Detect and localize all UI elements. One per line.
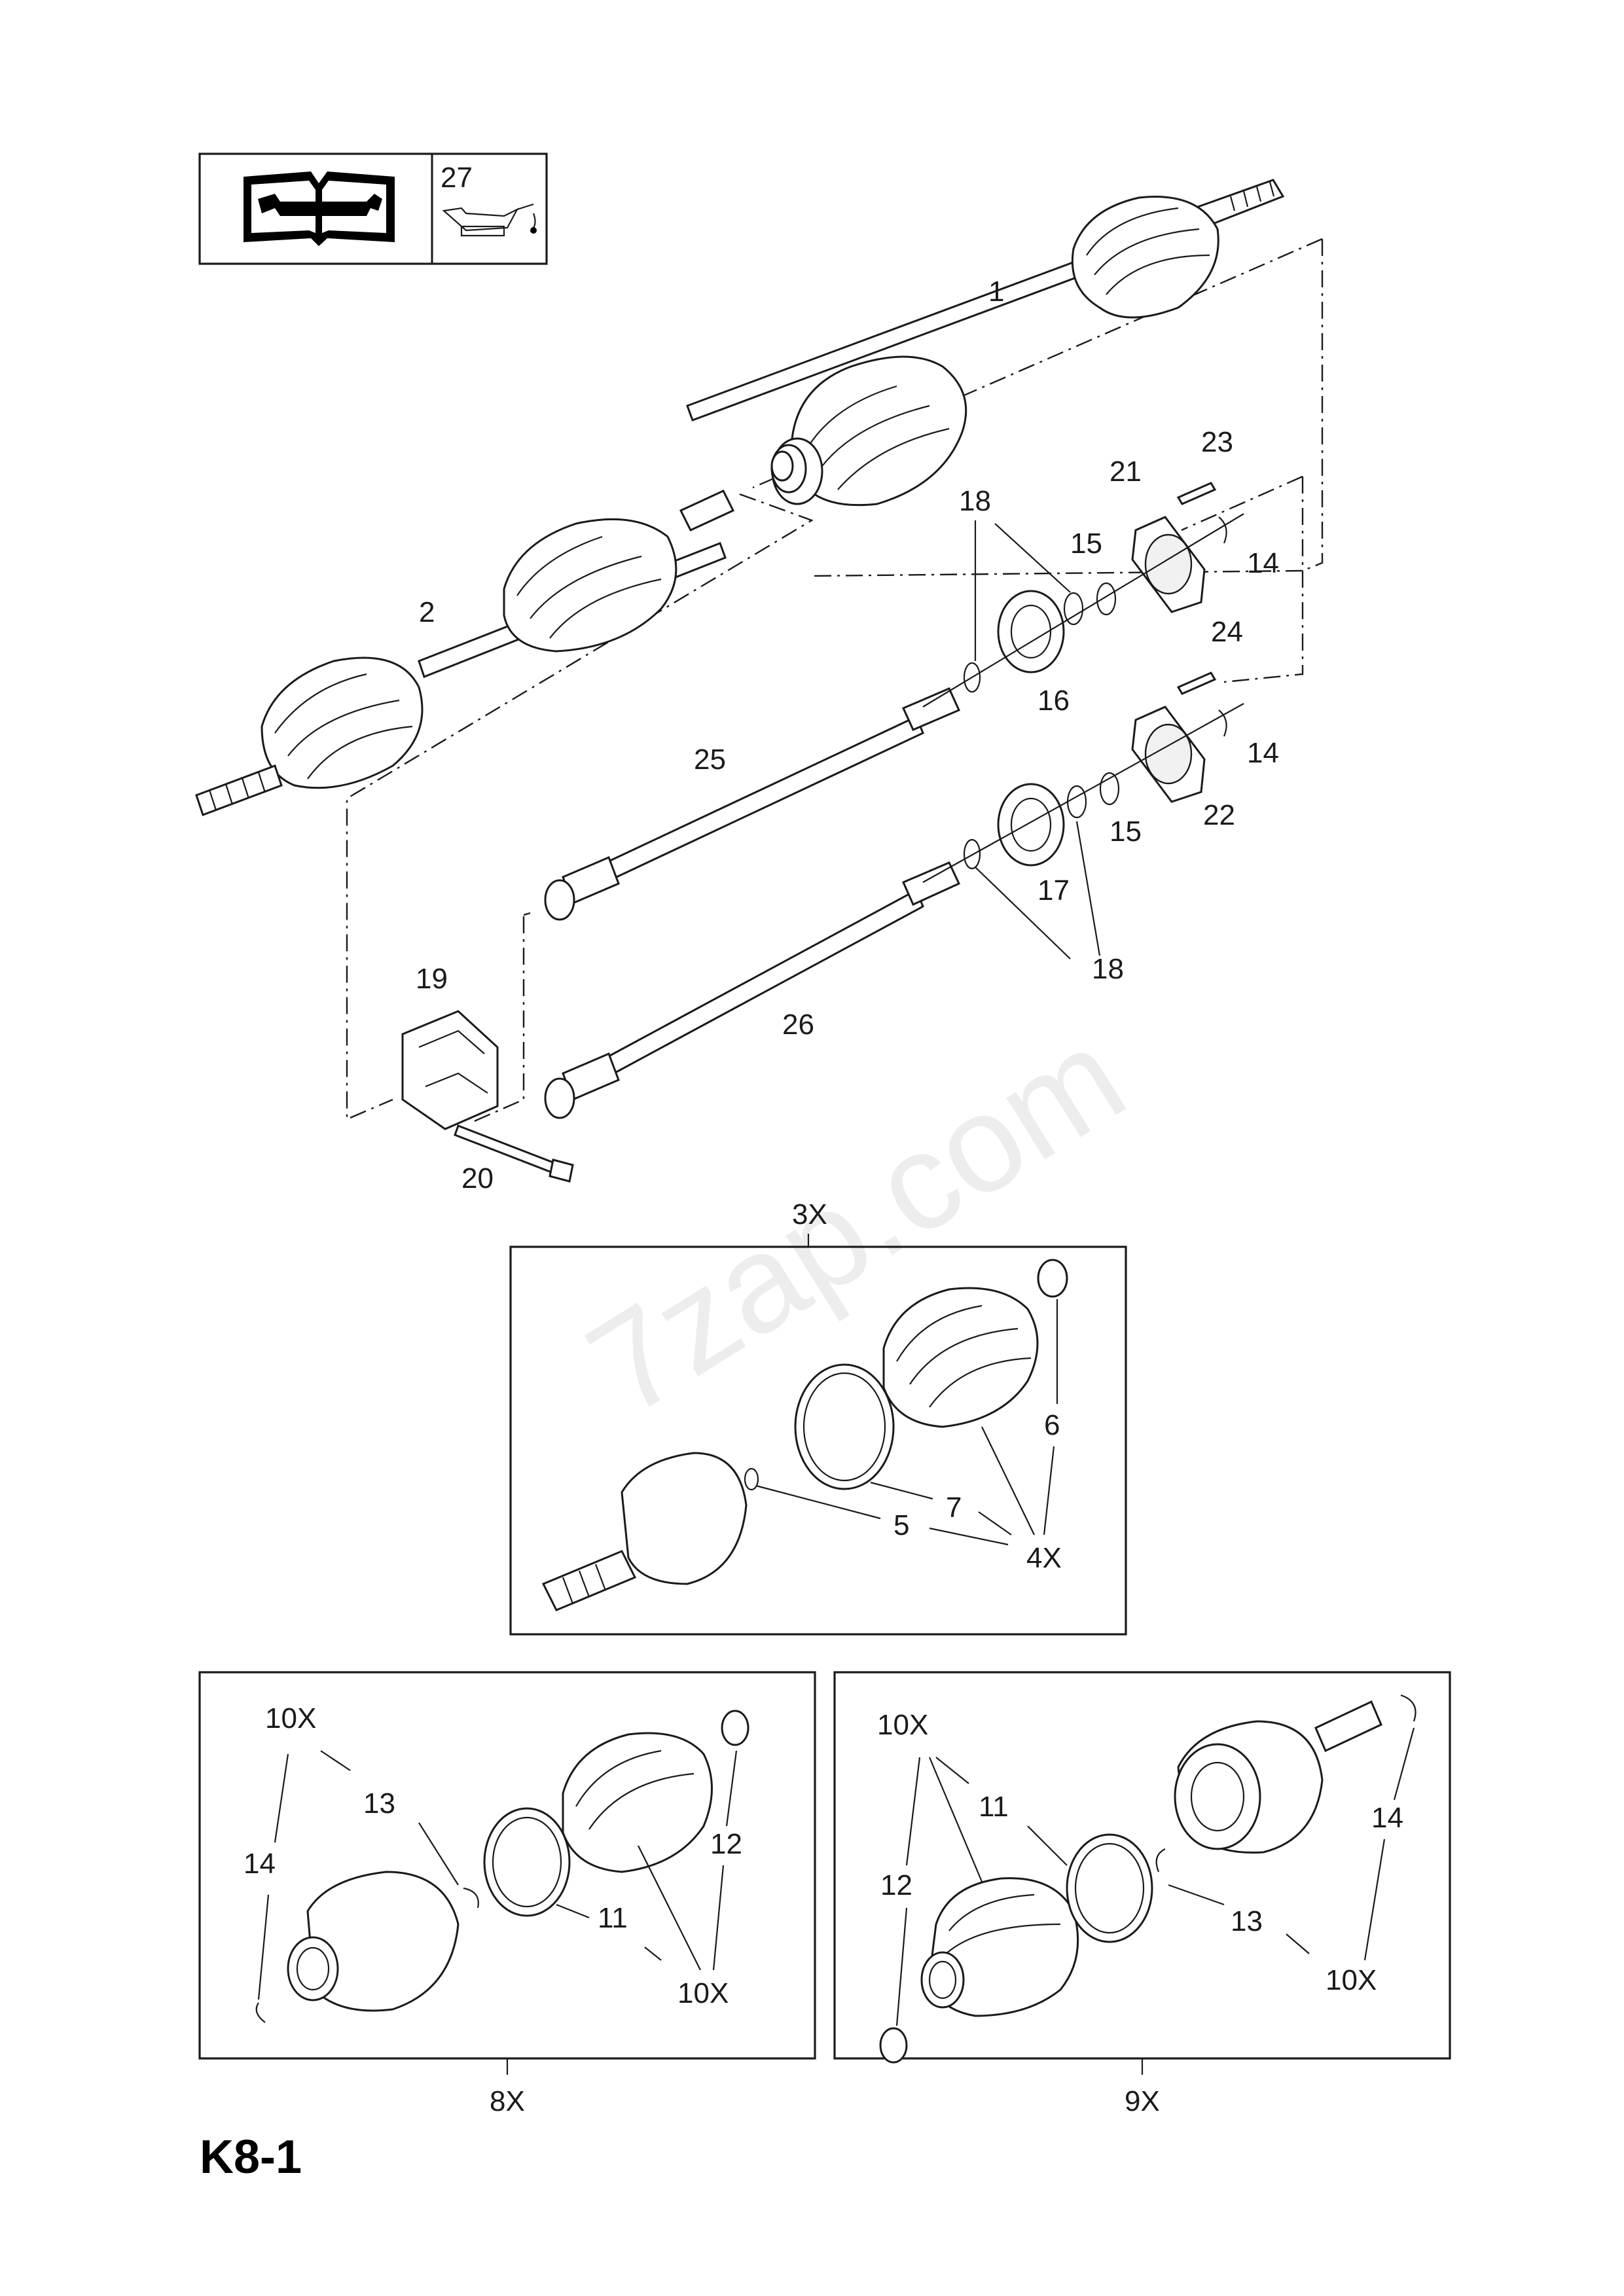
kit-3x-label-4x: 4X — [1026, 1542, 1062, 1574]
assembly-dash-lines — [346, 238, 1324, 1124]
label-15a: 15 — [1070, 528, 1102, 560]
oil-can-icon — [442, 203, 537, 237]
kit-9x-label-10x-b: 10X — [1326, 1964, 1377, 1996]
label-16: 16 — [1038, 685, 1070, 717]
kit-9x-label-14: 14 — [1371, 1802, 1403, 1834]
bearing-flange-22 — [1131, 672, 1217, 803]
kit-8x: 8X 10X 13 14 11 12 10X — [198, 1671, 816, 2117]
label-24: 24 — [1211, 616, 1243, 648]
kit-9x-joint — [1174, 1700, 1382, 1854]
label-14b: 14 — [1247, 737, 1279, 769]
bolt-20 — [454, 1124, 574, 1183]
kit-3x-label-5: 5 — [893, 1509, 909, 1541]
kit-3x-title: 3X — [792, 1198, 827, 1230]
kit-8x-joint — [287, 1871, 460, 2012]
label-22: 22 — [1203, 799, 1235, 831]
kit-8x-label-10x-b: 10X — [677, 1977, 729, 2009]
repair-manual-icon — [244, 171, 395, 246]
intermediate-shaft-25 — [544, 687, 960, 921]
label-21: 21 — [1110, 456, 1142, 488]
kit-9x-label-12: 12 — [880, 1869, 912, 1901]
kit-8x-label-11: 11 — [598, 1902, 628, 1934]
drive-shaft-1 — [686, 179, 1285, 507]
kit-8x-title: 8X — [490, 2085, 525, 2117]
kit-3x-leaders — [755, 1299, 1058, 1546]
header-box: 27 — [198, 152, 548, 265]
label-18a: 18 — [959, 485, 991, 517]
label-14a: 14 — [1247, 547, 1279, 579]
label-15b: 15 — [1110, 816, 1142, 848]
label-23: 23 — [1201, 426, 1233, 458]
label-1: 1 — [988, 276, 1004, 308]
kit-9x-title: 9X — [1125, 2085, 1160, 2117]
kit-8x-label-13: 13 — [363, 1787, 395, 1820]
label-18b: 18 — [1092, 953, 1124, 985]
drive-shaft-2 — [195, 490, 735, 816]
kit-9x-boot — [920, 1877, 1079, 2017]
kit-3x: 3X 6 7 5 4X — [509, 1198, 1127, 1636]
label-19: 19 — [416, 963, 448, 995]
kit-8x-boot — [562, 1732, 713, 1873]
kit-3x-label-7: 7 — [946, 1492, 962, 1524]
label-2: 2 — [419, 596, 435, 628]
bearing-17 — [997, 783, 1065, 867]
kit-3x-joint — [541, 1452, 748, 1611]
kit-9x-label-13: 13 — [1231, 1905, 1263, 1937]
intermediate-shaft-26 — [544, 861, 961, 1119]
page-code: K8-1 — [200, 2131, 302, 2183]
bracket-19 — [401, 1010, 499, 1130]
label-25: 25 — [694, 744, 726, 776]
bearing-16 — [997, 590, 1065, 673]
bearing-flange-21 — [1131, 482, 1217, 613]
kit-8x-leaders — [257, 1750, 738, 2000]
label-26: 26 — [782, 1009, 814, 1041]
kit-8x-label-10x-a: 10X — [265, 1702, 316, 1734]
header-number: 27 — [441, 162, 473, 194]
kit-9x-leaders — [895, 1727, 1415, 2026]
label-20: 20 — [461, 1162, 494, 1194]
leader-lines — [974, 520, 1101, 960]
kit-3x-label-6: 6 — [1044, 1409, 1060, 1441]
kit-3x-boot — [882, 1287, 1039, 1428]
label-17: 17 — [1038, 874, 1070, 906]
kit-8x-label-14: 14 — [244, 1848, 276, 1880]
kit-9x: 9X 10X 11 12 13 14 10X — [833, 1671, 1451, 2117]
kit-9x-label-10x-a: 10X — [877, 1709, 928, 1741]
kit-9x-label-11: 11 — [979, 1791, 1009, 1823]
kit-8x-label-12: 12 — [710, 1828, 742, 1860]
